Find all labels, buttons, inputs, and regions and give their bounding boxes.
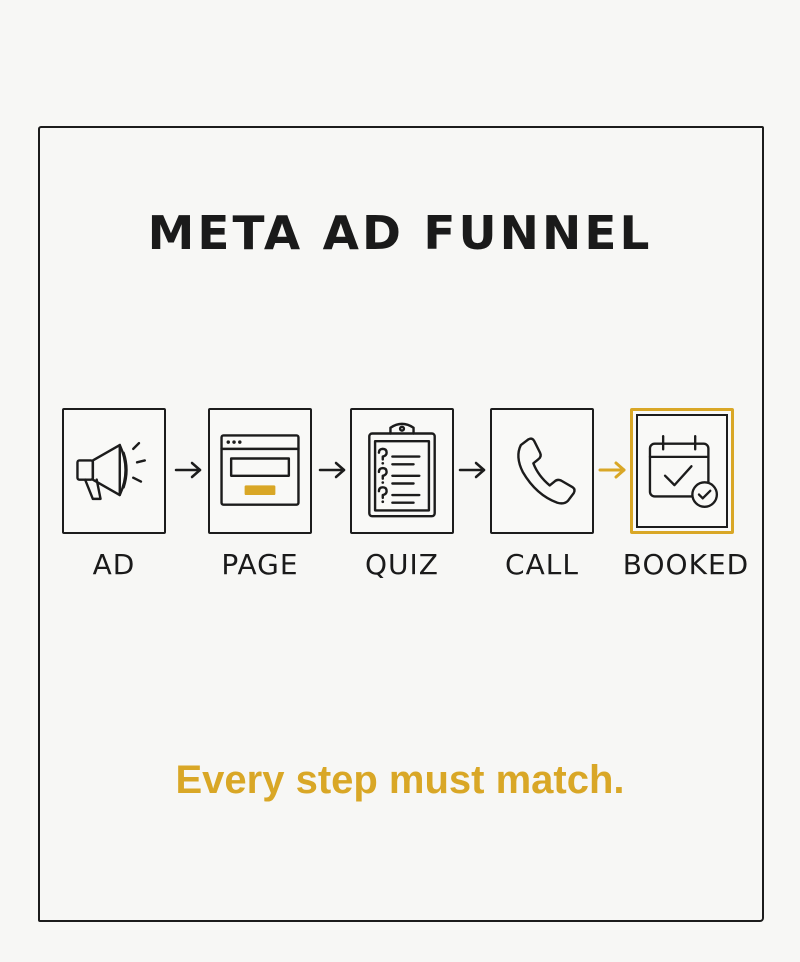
- step-box-quiz: [350, 408, 454, 534]
- arrow-icon: [174, 461, 202, 479]
- step-box-call: [490, 408, 594, 534]
- webpage-icon: [220, 434, 300, 506]
- step-label-call: CALL: [505, 548, 579, 581]
- arrow-icon: [318, 461, 346, 479]
- step-label-ad: AD: [92, 548, 136, 581]
- arrow-icon: [598, 461, 626, 479]
- clipboard-quiz-icon: [368, 422, 436, 518]
- diagram-frame: [38, 126, 764, 922]
- step-label-quiz: QUIZ: [365, 548, 439, 581]
- step-box-ad: [62, 408, 166, 534]
- step-label-booked: BOOKED: [622, 548, 750, 581]
- arrow-icon: [458, 461, 486, 479]
- step-box-booked: [630, 408, 734, 534]
- diagram-title: META AD FUNNEL: [147, 206, 653, 260]
- calendar-check-icon: [648, 434, 719, 508]
- phone-icon: [517, 437, 576, 505]
- step-label-page: PAGE: [221, 548, 299, 581]
- tagline: Every step must match.: [175, 758, 625, 802]
- step-box-page: [208, 408, 312, 534]
- megaphone-icon: [76, 441, 146, 501]
